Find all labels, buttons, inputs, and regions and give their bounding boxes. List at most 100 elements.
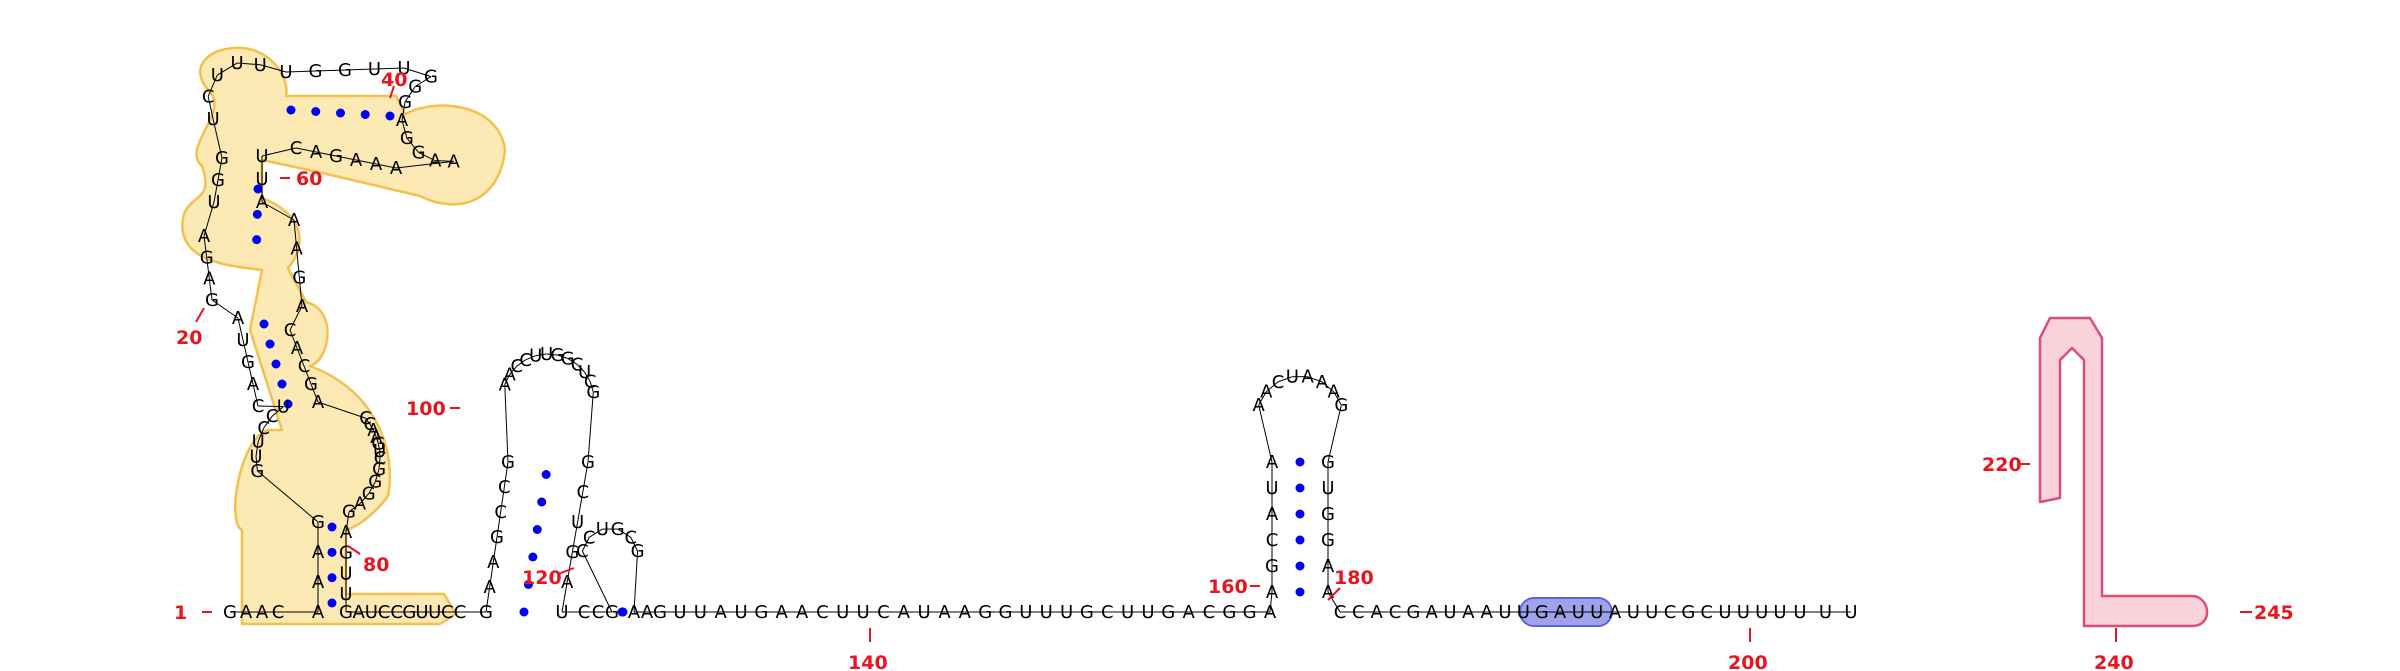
backbone-segment — [1265, 381, 1279, 393]
backbone-segment — [289, 305, 303, 331]
position-label-20: 20 — [176, 327, 202, 349]
nucleotide-176: C — [1334, 602, 1347, 623]
nucleotide-97: A — [504, 365, 517, 386]
backbone-segment — [581, 537, 590, 552]
base-pair-dot — [1295, 483, 1305, 493]
backbone-segment — [374, 468, 380, 482]
backbone-segment — [217, 157, 223, 181]
backbone-segment — [372, 429, 377, 437]
backbone-segment — [1333, 391, 1342, 406]
nucleotide-102: G — [550, 345, 564, 366]
backbone-segment — [404, 86, 416, 103]
backbone-segment — [207, 96, 214, 120]
backbone-segment — [257, 405, 284, 408]
backbone-segment — [217, 62, 238, 76]
backbone-segment — [516, 359, 526, 367]
base-pair-marks — [252, 105, 1305, 617]
nucleotide-182: U — [1443, 602, 1456, 623]
nucleotide-146: G — [1080, 602, 1094, 623]
backbone-segment — [566, 551, 573, 583]
nucleotide-178: A — [1371, 602, 1384, 623]
nucleotide-190: U — [1590, 602, 1603, 623]
base-pair-dot — [265, 339, 275, 349]
backbone-segment — [500, 486, 505, 513]
backbone-segment — [509, 365, 518, 375]
nucleotide-121: C — [625, 527, 638, 548]
highlight-regions — [181, 46, 2209, 628]
nucleotide-4: C — [272, 602, 285, 623]
nucleotide-48: G — [329, 146, 343, 167]
nucleotide-11: U — [252, 432, 265, 453]
backbone-segment — [365, 417, 371, 425]
backbone-segment — [1327, 591, 1341, 613]
nucleotide-47: A — [350, 150, 363, 171]
backbone-segment — [1327, 404, 1342, 463]
nucleotide-82: C — [378, 602, 391, 623]
nucleotide-99: C — [519, 350, 532, 371]
base-pair-dot — [311, 107, 321, 116]
nucleotide-132: A — [796, 602, 809, 623]
nucleotide-8: G — [311, 512, 325, 533]
backbone-segment — [203, 201, 215, 237]
backbone-segment — [582, 461, 589, 493]
base-pair-dot — [327, 522, 337, 532]
nucleotide-12: C — [257, 418, 270, 439]
nucleotide-194: C — [1664, 602, 1677, 623]
backbone-segment — [263, 415, 273, 429]
nucleotide-44: A — [447, 151, 460, 172]
nucleotide-120: G — [611, 519, 625, 540]
nucleotide-117: C — [576, 541, 589, 562]
nucleotide-135: U — [857, 602, 870, 623]
nucleotide-45: A — [390, 158, 403, 179]
backbone-segment — [1258, 391, 1267, 406]
nucleotide-156: A — [1266, 582, 1279, 603]
backbone-segment — [255, 456, 258, 471]
backbone-segment — [489, 561, 494, 588]
nucleotide-79: G — [339, 602, 353, 623]
backbone-segment — [298, 277, 303, 307]
nucleotide-52: U — [255, 169, 268, 190]
nucleotide-202: U — [1819, 602, 1832, 623]
nucleotide-67: G — [371, 434, 385, 455]
nucleotide-56: G — [292, 267, 306, 288]
nucleotide-84: G — [402, 602, 416, 623]
nucleotide-64: C — [364, 414, 377, 435]
nucleotide-91: A — [487, 552, 500, 573]
nucleotide-95: G — [501, 452, 515, 473]
base-pair-dot — [541, 470, 551, 479]
backbone-segment — [492, 536, 498, 563]
nucleotide-3: A — [256, 602, 269, 623]
nucleotide-108: G — [581, 452, 595, 473]
nucleotide-201: U — [1793, 602, 1806, 623]
nucleotide-73: A — [354, 494, 367, 515]
position-label-80: 80 — [363, 554, 389, 576]
nucleotide-10: U — [249, 446, 262, 467]
backbone-segment — [503, 461, 509, 488]
nucleotide-75: A — [340, 522, 353, 543]
nucleotide-87: C — [441, 602, 454, 623]
nucleotide-88: C — [454, 602, 467, 623]
backbone-segment — [355, 159, 377, 165]
nucleotide-20: G — [205, 290, 219, 311]
nucleotide-41: G — [400, 128, 414, 149]
nucleotide-9: G — [250, 461, 264, 482]
backbone-segment — [261, 201, 295, 221]
nucleotide-59: A — [291, 338, 304, 359]
nucleotide-170: G — [1321, 452, 1335, 473]
nucleotide-181: A — [1426, 602, 1439, 623]
nucleotide-101: U — [540, 344, 553, 365]
nucleotide-134: U — [836, 602, 849, 623]
nucleotide-165: U — [1286, 367, 1299, 388]
nucleotide-123: A — [628, 602, 641, 623]
nucleotide-70: G — [372, 459, 386, 480]
nucleotide-42: G — [412, 142, 426, 163]
nucleotide-39: G — [398, 92, 412, 113]
nucleotide-77: U — [339, 563, 352, 584]
nucleotide-31: U — [254, 55, 267, 76]
position-label-140: 140 — [848, 652, 888, 671]
backbone-segment — [303, 365, 312, 385]
nucleotide-98: C — [510, 356, 523, 377]
base-pair-dot — [1295, 535, 1305, 545]
nucleotide-85: U — [415, 602, 428, 623]
